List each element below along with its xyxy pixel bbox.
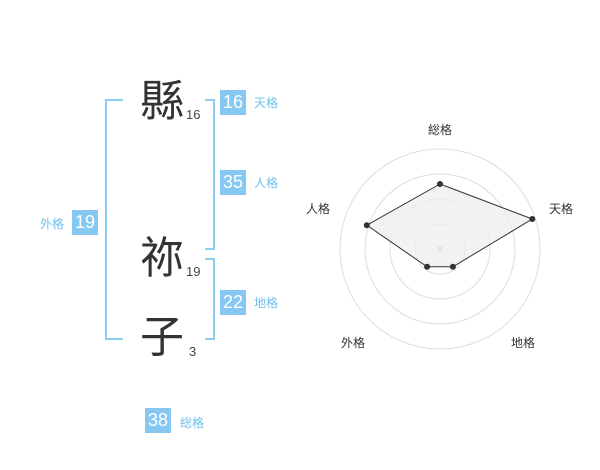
radar-point-3 bbox=[424, 263, 431, 270]
radar-shape bbox=[365, 183, 534, 268]
kanji-1-strokes: 16 bbox=[186, 107, 201, 122]
gaikaku-bracket-top bbox=[105, 99, 123, 101]
tenkaku-label: 天格 bbox=[254, 96, 279, 110]
soukaku-label: 総格 bbox=[180, 416, 205, 430]
radar-label-soukaku: 総格 bbox=[428, 123, 453, 137]
gaikaku-bracket-vertical bbox=[105, 99, 107, 340]
radar-ring bbox=[339, 148, 541, 350]
gaikaku-label: 外格 bbox=[40, 217, 65, 231]
kanji-3: 子 bbox=[140, 312, 184, 363]
kanji-2: 祢 bbox=[140, 233, 184, 284]
jinkaku-value: 35 bbox=[220, 170, 247, 195]
gaikaku-value: 19 bbox=[72, 210, 99, 235]
tenkaku-value: 16 bbox=[220, 90, 247, 115]
kanji-2-strokes: 19 bbox=[186, 264, 201, 279]
radar-point-0 bbox=[437, 181, 443, 187]
jinkaku-bracket-top bbox=[205, 99, 215, 101]
jinkaku-bracket-vertical bbox=[213, 99, 215, 250]
radar-label-tenkaku: 天格 bbox=[549, 202, 574, 216]
soukaku-value: 38 bbox=[145, 408, 172, 433]
kanji-3-strokes: 3 bbox=[189, 344, 197, 359]
chikaku-value: 22 bbox=[220, 290, 247, 315]
chikaku-label: 地格 bbox=[254, 296, 279, 310]
radar-point-1 bbox=[529, 216, 536, 222]
radar-label-chikaku: 地格 bbox=[511, 336, 536, 350]
radar-label-gaikaku: 外格 bbox=[341, 336, 366, 350]
radar-point-4 bbox=[363, 222, 370, 229]
chikaku-bracket-top bbox=[205, 258, 215, 260]
jinkaku-label: 人格 bbox=[254, 176, 279, 190]
radar-ring bbox=[364, 173, 516, 325]
gaikaku-bracket-bottom bbox=[105, 338, 123, 340]
chikaku-bracket-vertical bbox=[213, 258, 215, 340]
jinkaku-bracket-bottom bbox=[205, 248, 215, 250]
radar-label-jinkaku: 人格 bbox=[306, 202, 331, 216]
kanji-1: 縣 bbox=[140, 76, 184, 127]
chikaku-bracket-bottom bbox=[205, 338, 215, 340]
radar-point-2 bbox=[449, 263, 456, 270]
